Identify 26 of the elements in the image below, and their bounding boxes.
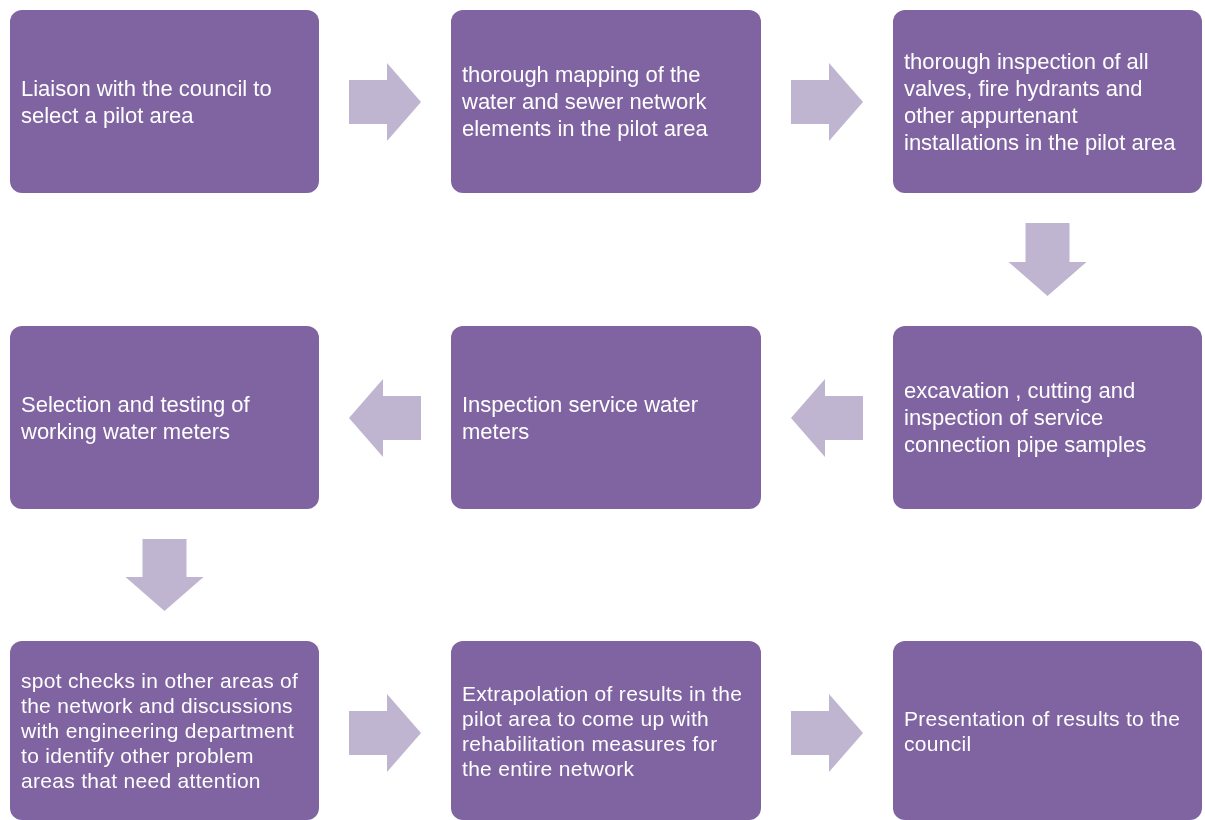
process-box [10,326,319,509]
process-box [10,641,319,820]
block-arrow [349,694,421,772]
block-arrow [1008,223,1087,296]
process-box [451,10,761,193]
block-arrow [791,694,863,772]
step-text: Presentation of results to the council [904,705,1182,756]
step-text: excavation , cutting and inspection of service connection pipe samples [904,377,1148,458]
block-arrow [125,539,204,611]
process-box [893,10,1202,193]
step-text: Selection and testing of working water meters [21,390,251,445]
process-box [10,10,319,193]
process-box [893,641,1202,820]
process-box [893,326,1202,509]
step-text: Extrapolation of results in the pilot area to come up with rehabilitation measures for the entire network [462,680,744,781]
step-text: Inspection service water meters [462,390,699,445]
step-text: Liaison with the council to select a pilot area [21,74,273,129]
step-text: thorough mapping of the water and sewer network elements in the pilot area [462,61,709,142]
step-text: thorough inspection of all valves, fire hydrants and other appurtenant installations in the pilot area [904,47,1177,156]
process-box [451,326,761,509]
process-box [451,641,761,820]
block-arrow [349,63,421,141]
block-arrow [791,63,863,141]
step-text: spot checks in other areas of the network and discussions with engineering department to identify other problem areas that need attention [21,668,300,793]
block-arrow [791,379,863,457]
block-arrow [349,379,421,457]
